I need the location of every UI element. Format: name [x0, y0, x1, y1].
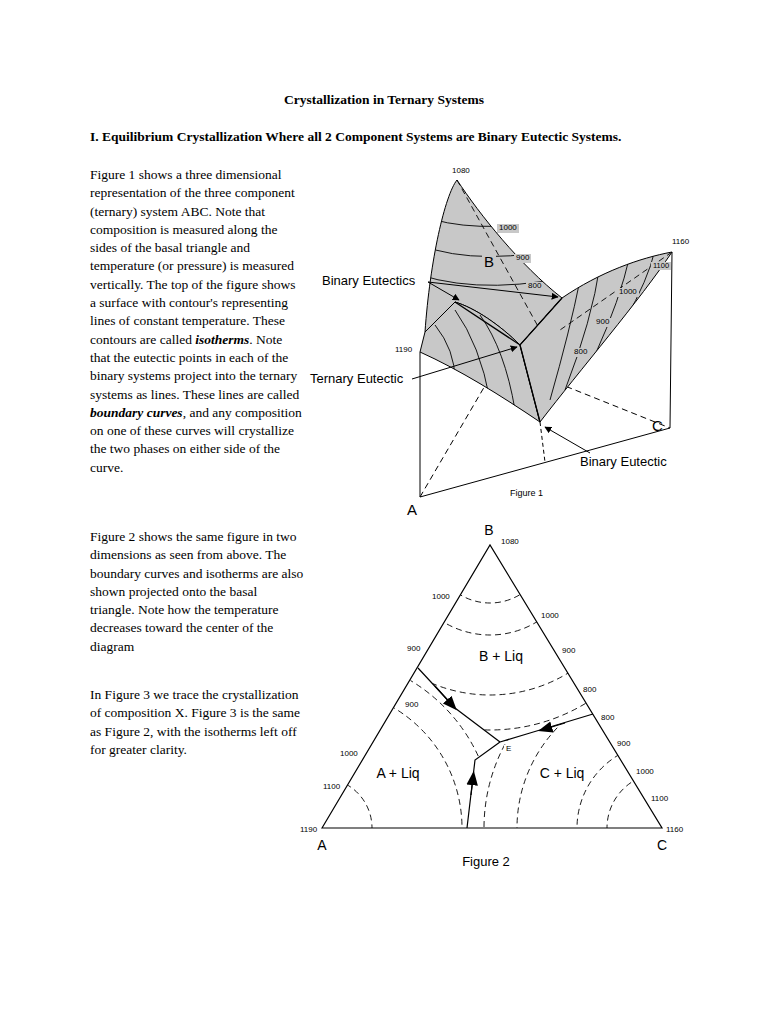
figure-stroke [545, 723, 565, 729]
isotherm-value: 1000 [497, 224, 519, 233]
figure-stroke [455, 310, 490, 400]
figure-stroke [435, 686, 452, 705]
callout-label: Ternary Eutectic [310, 372, 403, 386]
figure-stroke [420, 245, 580, 257]
field-label: A + Liq [374, 766, 421, 781]
isotherm-value: 900 [407, 645, 420, 654]
isotherm-value: 900 [617, 740, 630, 749]
key-term: boundary curves [90, 405, 183, 420]
callout-label: Binary Eutectic [580, 455, 667, 469]
figure-stroke [480, 315, 515, 410]
figure-stroke [670, 252, 672, 428]
ternary-3d-figure [412, 180, 672, 497]
body-paragraph: Figure 2 shows the same figure in two di… [90, 528, 304, 656]
isotherm-value: 1000 [617, 288, 639, 297]
vertex-label: A [317, 838, 326, 853]
figure-stroke [420, 215, 560, 226]
figure-stroke [520, 252, 672, 422]
figure-caption: Figure 1 [510, 489, 543, 499]
figure-stroke [412, 347, 517, 379]
isotherm-value: 1000 [636, 768, 654, 777]
figure-stroke [560, 252, 672, 330]
figure-stroke [420, 272, 590, 285]
isotherm-value: 800 [601, 714, 614, 723]
temperature-value: 1160 [672, 238, 689, 247]
leader-arrows [412, 282, 590, 453]
paragraph-text: In Figure 3 we trace the crystallization… [90, 687, 303, 757]
figure-stroke [455, 298, 562, 422]
figure-stroke [550, 280, 580, 400]
figure-stroke [625, 250, 655, 320]
figure-stroke [420, 302, 540, 422]
vertex-label: C [652, 418, 663, 435]
figure-stroke [540, 422, 545, 462]
figure-stroke [595, 255, 630, 355]
isotherm-value: 1000 [432, 593, 450, 602]
figure-stroke [428, 282, 558, 297]
body-paragraph: Figure 1 shows a three dimensional repre… [90, 166, 304, 477]
isotherm-value: 1000 [340, 750, 358, 759]
temperature-value: 1190 [395, 346, 412, 355]
isotherm-value: 800 [572, 348, 589, 357]
isotherm-value: 900 [514, 254, 531, 263]
isotherm-value: 800 [583, 686, 596, 695]
figure-stroke [420, 352, 421, 497]
section-heading: I. Equilibrium Crystallization Where all… [90, 128, 650, 146]
figure-stroke [420, 180, 590, 330]
vertex-label: C [657, 838, 667, 853]
page-title: Crystallization in Ternary Systems [284, 93, 484, 108]
temperature-value: 1080 [452, 167, 470, 176]
callout-label: Binary Eutectics [322, 274, 415, 288]
paragraph-text: Figure 1 shows a three dimensional repre… [90, 167, 299, 347]
isotherm-value: 900 [562, 647, 575, 656]
figure-stroke [418, 668, 593, 828]
ternary-projection [150, 360, 768, 1006]
figure-stroke [565, 265, 600, 390]
isotherm-value: 1100 [651, 795, 668, 804]
vertex-label: B [482, 254, 496, 271]
figure-stroke [150, 360, 768, 1006]
figure-stroke [550, 250, 672, 400]
figure-stroke [435, 325, 455, 380]
paragraph-text: Figure 2 shows the same figure in two di… [90, 529, 307, 654]
isotherm-value: 1100 [323, 783, 340, 792]
figure-stroke [545, 427, 590, 453]
body-paragraph: In Figure 3 we trace the crystallization… [90, 686, 304, 759]
isotherm-value: 900 [594, 318, 611, 327]
figure-stroke [457, 180, 540, 330]
field-label: C + Liq [538, 766, 587, 781]
point-label: E [504, 745, 513, 754]
figure-caption: Figure 2 [462, 855, 510, 869]
temperature-value: 1190 [300, 826, 317, 835]
isotherm-value: 900 [403, 701, 420, 710]
figure-stroke [322, 545, 662, 828]
vertex-label: B [484, 523, 493, 538]
temperature-value: 1080 [501, 538, 519, 547]
isotherm-value: 800 [526, 282, 543, 291]
figure-stroke [471, 778, 473, 795]
vertex-label: A [407, 502, 417, 519]
figure-stroke [420, 428, 670, 497]
isotherm-value: 1100 [651, 262, 671, 270]
field-label: B + Liq [477, 649, 525, 664]
key-term: isotherms [195, 332, 249, 347]
temperature-value: 1160 [666, 826, 683, 835]
isotherm-value: 1000 [541, 612, 559, 621]
